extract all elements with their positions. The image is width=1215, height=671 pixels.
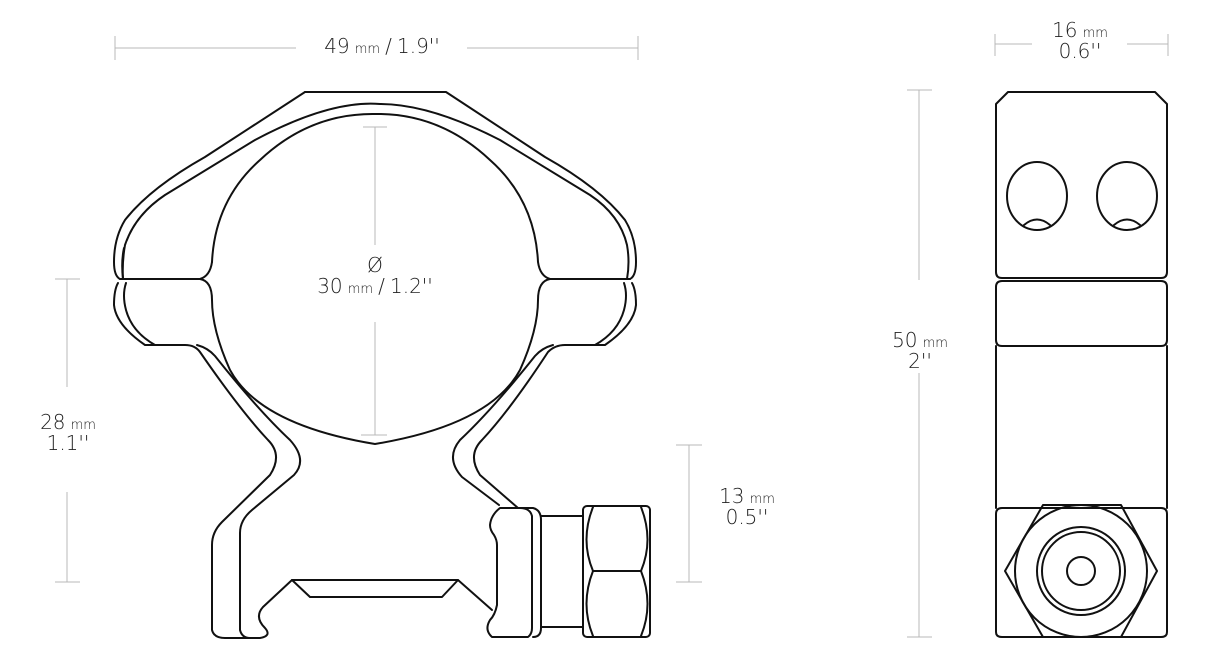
width-mm-value: 49 [324, 34, 350, 58]
width-separator: / [385, 34, 392, 58]
bore-inch-value: 1.2'' [390, 274, 433, 298]
dimension-depth-line [994, 34, 1169, 56]
total-height-dimension-label: 50 mm 2'' [870, 330, 970, 372]
front-view-ring-mount [113, 91, 651, 639]
side-view-ring-mount [995, 91, 1168, 638]
screw-height-dimension-label: 13 mm 0.5'' [702, 486, 792, 528]
dimension-total-height-line [907, 89, 932, 638]
total-height-mm-value: 50 [892, 328, 918, 352]
screw-height-mm-unit: mm [749, 492, 775, 507]
depth-mm-unit: mm [1082, 26, 1108, 41]
depth-dimension-label: 16 mm 0.6'' [1035, 20, 1125, 62]
width-inch-value: 1.9'' [397, 34, 440, 58]
bore-mm-value: 30 [317, 274, 343, 298]
total-height-mm-unit: mm [922, 336, 948, 351]
center-height-dimension-label: 28 mm 1.1'' [18, 412, 118, 454]
width-mm-unit: mm [354, 42, 381, 57]
center-height-mm-value: 28 [40, 410, 66, 434]
bore-separator: / [378, 274, 385, 298]
width-dimension-label: 49 mm / 1.9'' [300, 36, 464, 57]
screw-height-inch-value: 0.5'' [725, 505, 769, 529]
depth-mm-value: 16 [1052, 18, 1078, 42]
center-height-mm-unit: mm [70, 418, 96, 433]
diameter-symbol: Ø [367, 253, 383, 277]
dimension-screw-height-line [676, 444, 702, 583]
dimension-center-height-line [55, 278, 80, 583]
bore-mm-unit: mm [347, 282, 374, 297]
bore-dimension-label: Ø 30 mm / 1.2'' [290, 255, 460, 297]
depth-inch-value: 0.6'' [1058, 39, 1102, 63]
center-height-inch-value: 1.1'' [46, 431, 90, 455]
total-height-inch-value: 2'' [908, 349, 932, 373]
screw-height-mm-value: 13 [719, 484, 745, 508]
dimension-bore-line [361, 126, 387, 436]
dimension-width-line [114, 36, 639, 60]
